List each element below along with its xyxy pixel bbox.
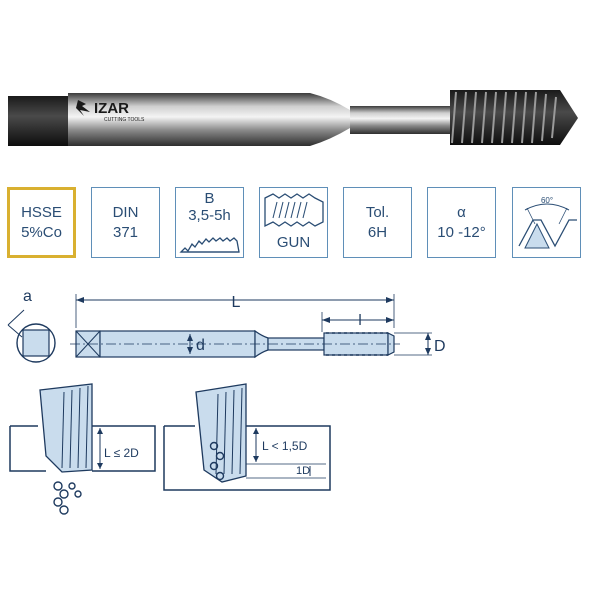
thread-angle-label: 60° [541,196,553,205]
chip-spiral-up [209,441,225,481]
spec-standard: DIN 371 [91,187,160,258]
blind-hole-depth-label: L < 1,5D [262,439,308,453]
dim-d-label: d [196,337,205,354]
dim-D-label: D [434,338,446,355]
spec-rake-angle-symbol: α [457,204,466,221]
spec-icons-row: HSSE 5%Co DIN 371 B 3,5-5h GUN Tol. 6H α… [0,187,600,267]
square-cross-section: a [7,288,56,363]
spec-rake-angle: α 10 -12° [427,187,496,258]
spec-rake-angle-value: 10 -12° [437,224,486,241]
spec-tolerance: Tol. 6H [343,187,412,258]
blind-hole-diagram: L < 1,5D 1D [163,383,331,491]
brand-tagline: CUTTING TOOLS [104,117,145,123]
spec-chamfer-line1: B [204,190,215,207]
tap-product-photo: IZAR CUTTING TOOLS [8,90,578,146]
spec-material: HSSE 5%Co [7,187,76,258]
dim-a-label: a [23,288,32,305]
tap-square-drive [8,96,68,146]
tap-shank [68,93,350,146]
spec-material-line2: 5%Co [21,224,62,241]
izar-logo-icon [76,100,90,116]
spec-material-line1: HSSE [21,204,62,221]
spec-point-type: GUN [259,187,328,258]
gun-point-icon [264,193,324,228]
chip-spiral-down [53,481,82,515]
spec-point-type-label: GUN [276,234,311,251]
through-hole-depth-label: L ≤ 2D [104,446,139,460]
tap-thread-section [450,90,578,145]
technical-drawing: a L l d [7,288,446,515]
spec-standard-line2: 371 [112,224,139,241]
dim-L-label: L [232,294,241,311]
spec-thread-angle: 60° [512,187,581,258]
chamfer-form-icon [179,237,240,253]
through-hole-diagram: L ≤ 2D [9,383,156,515]
spec-tolerance-line1: Tol. [365,204,390,221]
blind-hole-bottom-label: 1D [296,465,310,477]
spec-standard-line1: DIN [112,204,139,221]
spec-tolerance-line2: 6H [367,224,388,241]
tap-side-view: L l d D [70,294,446,359]
spec-chamfer: B 3,5-5h [175,187,244,258]
izar-logo: IZAR CUTTING TOOLS [76,100,145,123]
spec-chamfer-line2: 3,5-5h [188,207,231,224]
tap-neck [350,106,450,134]
brand-name: IZAR [94,100,129,117]
thread-angle-icon: 60° [518,196,577,249]
dim-l-label: l [358,312,361,329]
